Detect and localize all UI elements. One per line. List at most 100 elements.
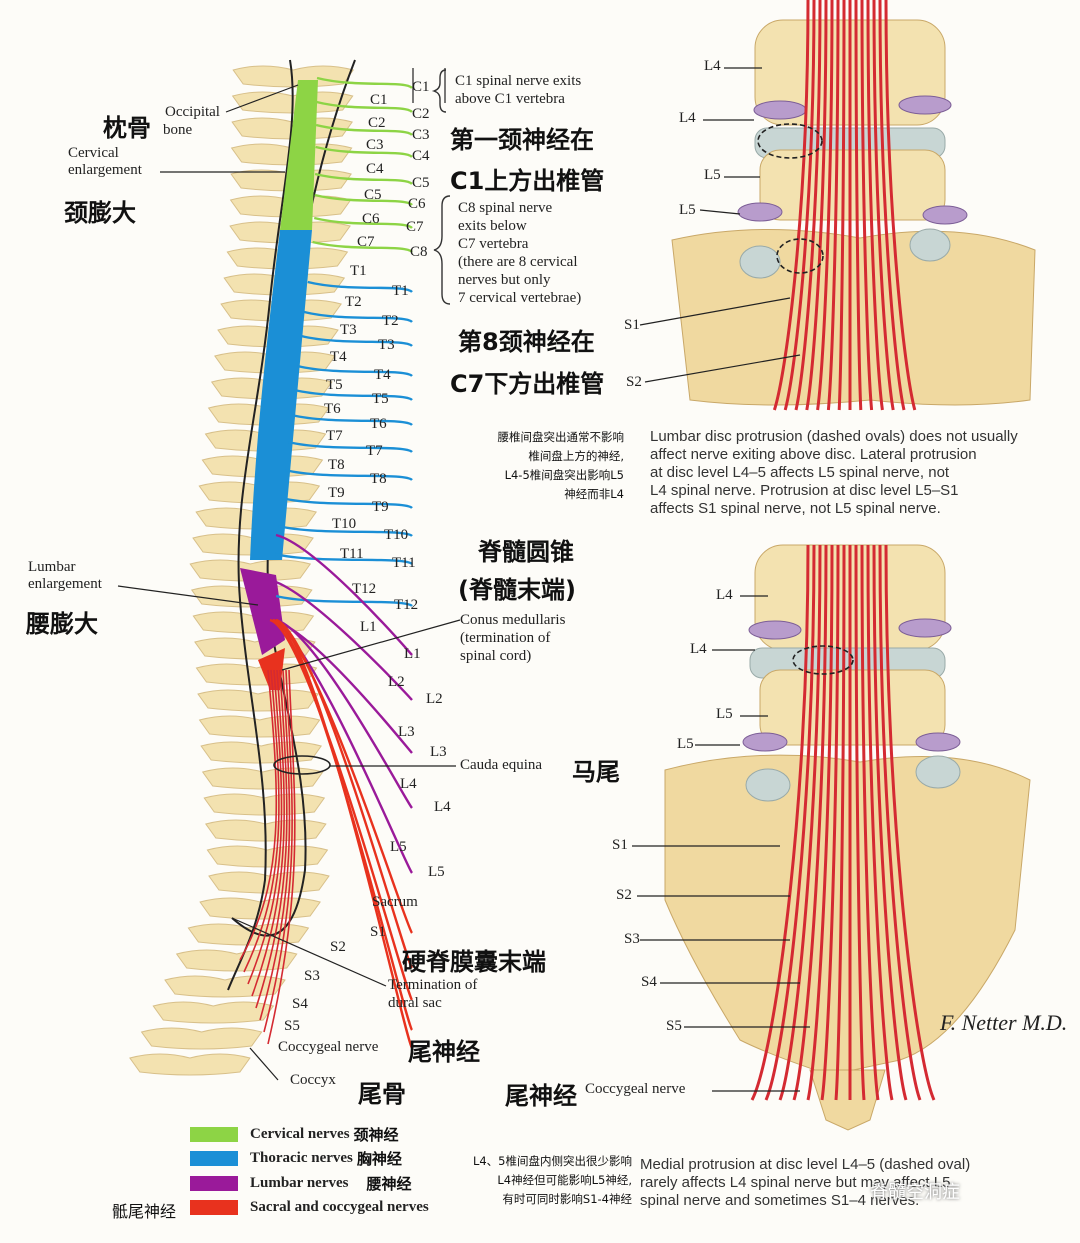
- right-bottom-level-label: L4: [716, 587, 733, 603]
- lumbar-enl-label-2: enlargement: [28, 576, 102, 592]
- nerve-label: T5: [372, 391, 389, 407]
- vertebra-label: L4: [400, 776, 417, 792]
- mid-note-bottom-line: L4神经但可能影响L5神经,: [497, 1173, 632, 1187]
- c1-brace: [431, 69, 447, 113]
- nerve-label: L1: [404, 646, 421, 662]
- nerve-root-c6: [314, 193, 413, 206]
- nerve-label: C6: [408, 196, 426, 212]
- legend-lumbar: Lumbar nerves 腰神经: [190, 1173, 412, 1193]
- coccyx-zh: 尾骨: [358, 1080, 406, 1108]
- vertebra-label: C3: [366, 137, 384, 153]
- c1-zh-2: C1上方出椎管: [450, 167, 605, 195]
- vertebra-label: T8: [328, 457, 345, 473]
- right-top-level-label: L5: [679, 202, 696, 218]
- c1-zh-1: 第一颈神经在: [450, 126, 594, 154]
- mid-note-bottom-line: L4、5椎间盘内侧突出很少影响: [472, 1154, 632, 1168]
- coccyx-label: Coccyx: [290, 1072, 336, 1088]
- vertebra-label: T2: [345, 294, 362, 310]
- lumbar-enl-zh: 腰膨大: [26, 610, 98, 638]
- cauda-fibre: [259, 669, 291, 1021]
- nerve-root-c7: [313, 216, 413, 230]
- right-bottom-level-label: S4: [641, 974, 657, 990]
- cervical-enl-label-1: Cervical: [68, 145, 119, 161]
- coccygeal-nerve-label: Coccygeal nerve: [278, 1039, 379, 1055]
- c8-zh-2: C7下方出椎管: [450, 370, 605, 398]
- c1-note-1: C1 spinal nerve exits: [455, 73, 582, 89]
- cauda-zh: 马尾: [572, 758, 620, 786]
- nerve-label: S2: [330, 939, 346, 955]
- cauda-label: Cauda equina: [460, 757, 543, 773]
- mid-note-top-line: 神经而非L4: [564, 487, 624, 501]
- nerve-label: T2: [382, 313, 399, 329]
- right-top-level-label: L4: [679, 110, 696, 126]
- legend-label-zh: 颈神经: [353, 1125, 399, 1144]
- mid-note-top-line: L4-5椎间盘突出影响L5: [504, 468, 624, 482]
- vertebra-bone: [164, 975, 286, 998]
- netter-signature: F. Netter M.D.: [940, 1010, 1068, 1035]
- vertebra-bone: [129, 1053, 251, 1076]
- nerve-root-t3: [300, 334, 413, 348]
- occipital-zh: 枕骨: [103, 114, 151, 142]
- nerve-label: T4: [374, 367, 391, 383]
- thoracic-segment: [250, 230, 312, 560]
- nerve-root-t6: [291, 413, 413, 427]
- top-paragraph: Lumbar disc protrusion (dashed ovals) do…: [650, 428, 1018, 518]
- nerve-label: L3: [430, 744, 447, 760]
- bottom-paragraph: Medial protrusion at disc level L4–5 (da…: [640, 1156, 970, 1210]
- legend-label: Sacral and coccygeal nerves: [250, 1198, 429, 1215]
- vertebra-label: T1: [350, 263, 367, 279]
- right-top-level-label: S2: [626, 374, 642, 390]
- mid-note-bottom-line: 有时可同时影响S1-4神经: [502, 1192, 632, 1206]
- watermark: 脊髓空洞症: [870, 1182, 960, 1203]
- nerve-root-t4: [297, 364, 413, 378]
- nerve-root-s5: [275, 618, 414, 1049]
- vertebra-bone: [206, 845, 329, 868]
- conus-zh-1: 脊髓圆锥: [478, 538, 574, 566]
- vertebra-label: L5: [390, 839, 407, 855]
- vertebra-label: T11: [340, 546, 364, 562]
- vertebra-bone: [232, 65, 355, 88]
- vertebra-bone: [200, 741, 322, 764]
- bottom-paragraph-line: Medial protrusion at disc level L4–5 (da…: [640, 1156, 971, 1173]
- nerve-root-t7: [288, 440, 413, 454]
- nerve-label: T10: [384, 527, 409, 543]
- vertebra-label: T9: [328, 485, 345, 501]
- bottom-paragraph-line: spinal nerve and sometimes S1–4 nerves.: [640, 1192, 920, 1209]
- c8-note-4: (there are 8 cervical: [458, 254, 578, 270]
- bottom-coccygeal-zh: 尾神经: [505, 1082, 577, 1110]
- nerve-root-t5: [294, 388, 413, 402]
- right-bottom-level-label: L4: [690, 641, 707, 657]
- cauda-equina-oval: [273, 755, 331, 775]
- nerve-label: T9: [372, 499, 389, 515]
- vertebra-label: C7: [357, 234, 375, 250]
- nerve-root-s2: [275, 618, 414, 969]
- vertebra-label: T3: [340, 322, 357, 338]
- nerve-label: T1: [392, 283, 409, 299]
- occipital-label-2: bone: [163, 122, 193, 138]
- nerve-label: S3: [304, 968, 320, 984]
- cervical-segment: [280, 80, 318, 230]
- top-paragraph-line: affect nerve exiting above disc. Lateral…: [650, 446, 977, 463]
- vertebra-label: C5: [364, 187, 382, 203]
- nerve-label: C8: [410, 244, 428, 260]
- nerve-root-c1: [316, 76, 413, 89]
- nerve-root-c4: [315, 145, 413, 158]
- legend-label: Thoracic nerves: [250, 1149, 353, 1166]
- vertebra-label: L2: [388, 674, 405, 690]
- c8-note-6: 7 cervical vertebrae): [458, 290, 582, 306]
- vertebra-label: C1: [370, 92, 388, 108]
- nerve-label: T3: [378, 337, 395, 353]
- c8-note-2: exits below: [458, 218, 527, 234]
- vertebra-bone: [198, 715, 321, 738]
- cervical-enl-label-2: enlargement: [68, 162, 142, 178]
- vertebra-bone: [140, 1027, 263, 1050]
- c1-note-2: above C1 vertebra: [455, 91, 565, 107]
- legend-label-zh: 腰神经: [366, 1174, 412, 1193]
- vertebra-label: T5: [326, 377, 343, 393]
- vertebra-label: C2: [368, 115, 386, 131]
- legend-swatch-thoracic: [190, 1150, 238, 1166]
- nerve-label: C2: [412, 106, 430, 122]
- nerve-root-l2: [269, 578, 413, 701]
- nerve-label: C3: [412, 127, 430, 143]
- nerve-label: T8: [370, 471, 387, 487]
